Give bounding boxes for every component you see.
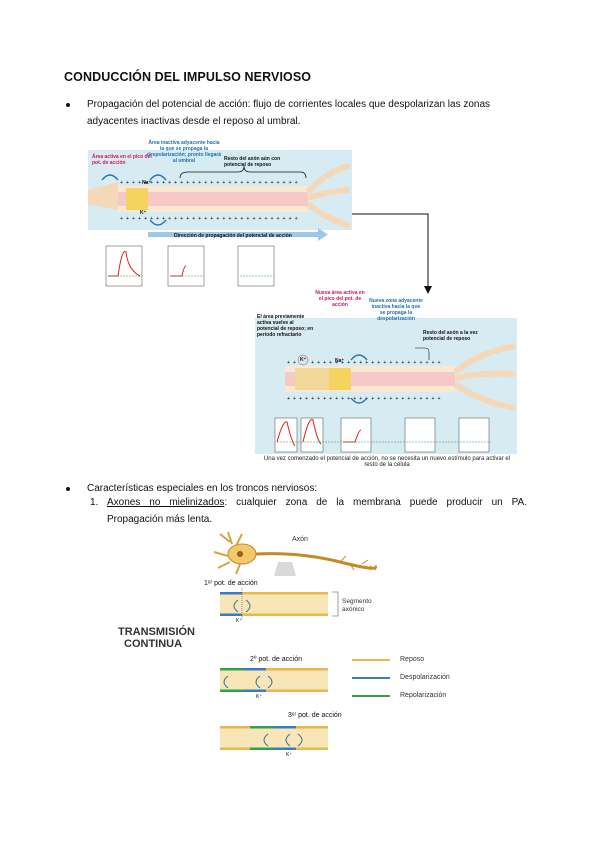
bullet-propagation-line2: adyacentes inactivas desde el reposo al …	[87, 116, 301, 127]
item-1-term: Axones no mielinizados	[107, 497, 225, 508]
bullet-features: Características especiales en los tronco…	[87, 483, 318, 494]
figure-continuous-art	[213, 531, 390, 750]
legend-reposo: Reposo	[400, 656, 425, 663]
strip-2	[220, 668, 328, 692]
bullet-propagation-line1: Propagación del potencial de acción: flu…	[87, 99, 491, 110]
figure-propagation-2-art: + + + + + + + + + + + + + + + + + + + + …	[255, 318, 517, 454]
pot-3-label: 3ᵉʳ pot. de acción	[288, 712, 342, 719]
bullet-dot	[66, 103, 70, 107]
k-label-1: K⁺	[236, 618, 242, 624]
svg-text:+ + + + + + + + + + + + + + +: + + + + + + + + + + + + + + + + + + + + …	[287, 360, 441, 366]
legend-repolarizacion: Repolarización	[400, 692, 447, 699]
fig2-label-refractory: El área previamente activa vuelve al pot…	[257, 314, 314, 338]
fig1-direction-label: Dirección de propagación del potencial d…	[174, 233, 292, 239]
segment-label: Segmento axónico	[342, 598, 372, 613]
fig2-label-rest: Resto del axón a la vez potencial de rep…	[423, 330, 478, 342]
item-1-line1: Axones no mielinizados: cualquier zona d…	[107, 494, 527, 511]
strip-3	[220, 726, 328, 750]
fig2-caption-line1: Una vez comenzado el potencial de acción…	[263, 456, 511, 462]
item-1-text: Axones no mielinizados: cualquier zona d…	[107, 494, 527, 528]
transmission-title-line1: TRANSMISIÓN	[118, 626, 195, 638]
bullet-propagation: Propagación del potencial de acción: flu…	[87, 96, 527, 130]
fig2-caption: Una vez comenzado el potencial de acción…	[256, 456, 518, 468]
figure-propagation-1-art: + + + + + + + + + + + + + + + + + + + + …	[88, 150, 352, 287]
k-label-2: K⁺	[256, 694, 262, 700]
fig2-label-new-adjacent: Nueva zona adyacente inactiva hacia la q…	[369, 298, 423, 322]
figure-continuous-transmission: Axón 1ᵉʳ pot. de acción Segmento axónico…	[100, 528, 520, 768]
legend-despolarizacion: Despolarización	[400, 674, 450, 681]
fig1-na-label: Na⁺	[142, 180, 152, 186]
page-title: CONDUCCIÓN DEL IMPULSO NERVIOSO	[64, 70, 312, 84]
fig1-label-active: Área activa en el pico del pot. de acció…	[92, 154, 152, 166]
axon-label: Axón	[292, 536, 308, 543]
bullet-dot	[66, 487, 70, 491]
figure-propagation-1: + + + + + + + + + + + + + + + + + + + + …	[88, 140, 352, 292]
transmission-title: TRANSMISIÓN CONTINUA	[118, 626, 195, 650]
fig2-label-new-active: Nueva área activa en el pico del pot. de…	[315, 290, 365, 308]
figure-propagation-2: + + + + + + + + + + + + + + + + + + + + …	[255, 290, 517, 456]
svg-text:+ + + + + + + + + + + + + + +: + + + + + + + + + + + + + + + + + + + + …	[287, 396, 441, 402]
neuron-illustration	[213, 531, 378, 575]
pot-2-label: 2º pot. de acción	[250, 656, 302, 663]
item-1-line2: Propagación más lenta.	[107, 514, 213, 525]
fig1-k-label: K⁺	[140, 210, 147, 216]
item-1-number: 1.	[90, 497, 99, 508]
connector-arrow	[352, 213, 432, 294]
fig2-k-label: K⁺	[300, 357, 307, 363]
transmission-title-line2: CONTINUA	[124, 638, 183, 650]
fig1-label-rest: Resto del axón aún con potencial de repo…	[224, 156, 281, 168]
fig2-caption-line2: resto de la célula	[364, 462, 410, 468]
svg-text:+ + + + + + + + + + + + + + +: + + + + + + + + + + + + + + + + + + + + …	[120, 180, 298, 186]
svg-text:+ + + + + + + + + + + + + + +: + + + + + + + + + + + + + + + + + + + + …	[120, 216, 298, 222]
item-1-rest: : cualquier zona de la membrana puede pr…	[224, 497, 528, 508]
strip-1	[220, 588, 328, 620]
fig2-na-label: Na⁺	[335, 358, 345, 364]
k-label-3: K⁺	[286, 752, 292, 758]
pot-1-label: 1ᵉʳ pot. de acción	[204, 580, 258, 587]
fig1-label-adjacent: Área inactiva adyacente hacia la que se …	[146, 140, 222, 164]
